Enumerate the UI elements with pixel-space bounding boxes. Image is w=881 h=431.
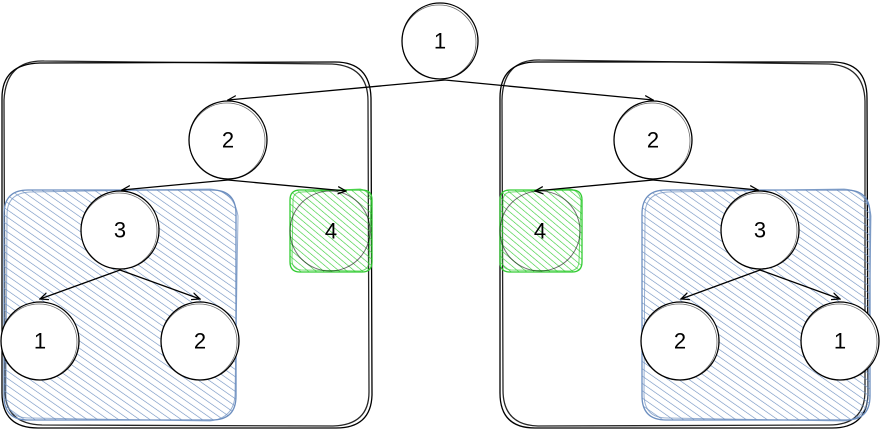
edge-right-2-to-4 — [535, 179, 654, 191]
edge-right-3-to-2 — [681, 269, 761, 299]
left-leaf-1-label: 1 — [34, 329, 46, 354]
right-leaf-1-label: 1 — [834, 329, 846, 354]
root-node: 1 — [401, 2, 479, 80]
edge-right-2-to-3 — [652, 179, 758, 190]
edge-left-3-to-2 — [119, 269, 200, 299]
right-container — [499, 59, 869, 429]
right-node-4-label: 4 — [534, 219, 546, 244]
left-node-4: 4 — [289, 190, 371, 272]
edge-left-2-to-3 — [122, 179, 229, 190]
edge-right-3-to-1 — [759, 269, 840, 299]
right-leaf-1: 1 — [800, 301, 880, 381]
left-node-3-label: 3 — [114, 218, 126, 243]
right-leaf-2-label: 2 — [674, 329, 686, 354]
right-leaf-2: 2 — [640, 301, 720, 381]
left-node-2: 2 — [188, 100, 268, 180]
right-node-2-label: 2 — [647, 128, 659, 153]
right-node-3-label: 3 — [754, 218, 766, 243]
right-node-2: 2 — [613, 100, 693, 180]
edge-left-2-to-4 — [227, 179, 346, 191]
left-leaf-2: 2 — [160, 301, 240, 381]
edges — [40, 79, 840, 299]
left-leaf-1: 1 — [0, 301, 80, 381]
right-node-3: 3 — [720, 190, 800, 270]
left-node-4-label: 4 — [325, 219, 337, 244]
right-node-4: 4 — [499, 190, 581, 272]
left-container — [1, 60, 373, 429]
edge-root-to-right-2 — [444, 79, 653, 100]
left-leaf-2-label: 2 — [194, 329, 206, 354]
right-green-node-4-box — [499, 188, 583, 273]
edge-left-3-to-1 — [40, 269, 121, 299]
left-green-node-4-box — [289, 188, 373, 273]
left-node-2-label: 2 — [222, 128, 234, 153]
edge-root-to-left-2 — [228, 79, 446, 100]
left-node-3: 3 — [80, 190, 160, 270]
root-node-label: 1 — [434, 29, 446, 54]
